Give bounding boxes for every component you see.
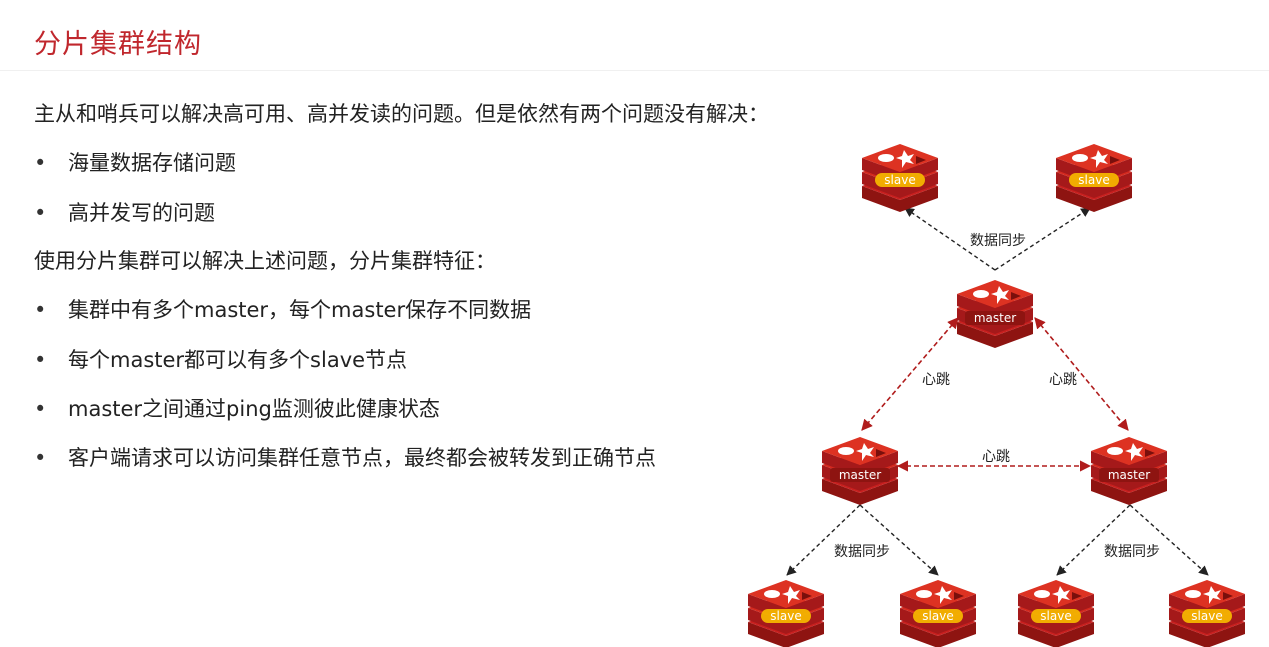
node-label: master bbox=[839, 468, 881, 482]
slave-node: slave bbox=[1018, 580, 1094, 647]
node-label: slave bbox=[884, 173, 915, 187]
page-title: 分片集群结构 bbox=[34, 29, 202, 60]
slave-node: slave bbox=[862, 144, 938, 212]
intro-text: 主从和哨兵可以解决高可用、高并发读的问题。但是依然有两个问题没有解决： bbox=[34, 102, 769, 126]
node-label: slave bbox=[1078, 173, 1109, 187]
sync-arrow bbox=[904, 207, 996, 271]
node-label: master bbox=[1108, 468, 1150, 482]
problem-item: • 海量数据存储问题 bbox=[34, 147, 236, 177]
feature-item: • master之间通过ping监测彼此健康状态 bbox=[34, 393, 440, 423]
node-label: slave bbox=[922, 609, 953, 623]
heartbeat-arrow bbox=[861, 317, 959, 431]
problem-text: 高并发写的问题 bbox=[68, 201, 215, 225]
sync-arrow bbox=[994, 207, 1091, 271]
sync-arrow bbox=[1056, 504, 1131, 576]
feature-text: 集群中有多个master，每个master保存不同数据 bbox=[68, 298, 532, 322]
slave-node: slave bbox=[748, 580, 824, 647]
heartbeat-arrow bbox=[1034, 317, 1129, 431]
sync-label: 数据同步 bbox=[834, 544, 890, 560]
slave-node: slave bbox=[1169, 580, 1245, 647]
bullet-icon: • bbox=[34, 151, 47, 175]
problem-item: • 高并发写的问题 bbox=[34, 197, 215, 227]
heartbeat-label: 心跳 bbox=[1049, 372, 1077, 388]
node-label: master bbox=[974, 311, 1016, 325]
sync-arrow bbox=[1129, 504, 1209, 576]
title-divider bbox=[0, 70, 1269, 71]
node-label: slave bbox=[1191, 609, 1222, 623]
sync-arrow bbox=[786, 504, 861, 576]
bullet-icon: • bbox=[34, 201, 47, 225]
solution-text: 使用分片集群可以解决上述问题，分片集群特征： bbox=[34, 249, 496, 273]
feature-item: • 客户端请求可以访问集群任意节点，最终都会被转发到正确节点 bbox=[34, 442, 656, 472]
node-label: slave bbox=[1040, 609, 1071, 623]
bullet-icon: • bbox=[34, 348, 47, 372]
feature-text: 每个master都可以有多个slave节点 bbox=[68, 348, 408, 372]
master-node: master bbox=[822, 437, 898, 505]
sync-label: 数据同步 bbox=[970, 233, 1026, 249]
feature-item: • 每个master都可以有多个slave节点 bbox=[34, 344, 407, 374]
sync-arrow bbox=[859, 504, 939, 576]
problem-text: 海量数据存储问题 bbox=[68, 151, 236, 175]
sync-label: 数据同步 bbox=[1104, 544, 1160, 560]
master-node: master bbox=[1091, 437, 1167, 505]
heartbeat-label: 心跳 bbox=[922, 372, 950, 388]
master-node: master bbox=[957, 280, 1033, 348]
node-label: slave bbox=[770, 609, 801, 623]
feature-text: 客户端请求可以访问集群任意节点，最终都会被转发到正确节点 bbox=[68, 446, 656, 470]
bullet-icon: • bbox=[34, 298, 47, 322]
feature-item: • 集群中有多个master，每个master保存不同数据 bbox=[34, 294, 531, 324]
slave-node: slave bbox=[900, 580, 976, 647]
bullet-icon: • bbox=[34, 397, 47, 421]
feature-text: master之间通过ping监测彼此健康状态 bbox=[68, 397, 440, 421]
bullet-icon: • bbox=[34, 446, 47, 470]
slave-node: slave bbox=[1056, 144, 1132, 212]
heartbeat-label: 心跳 bbox=[982, 449, 1010, 465]
